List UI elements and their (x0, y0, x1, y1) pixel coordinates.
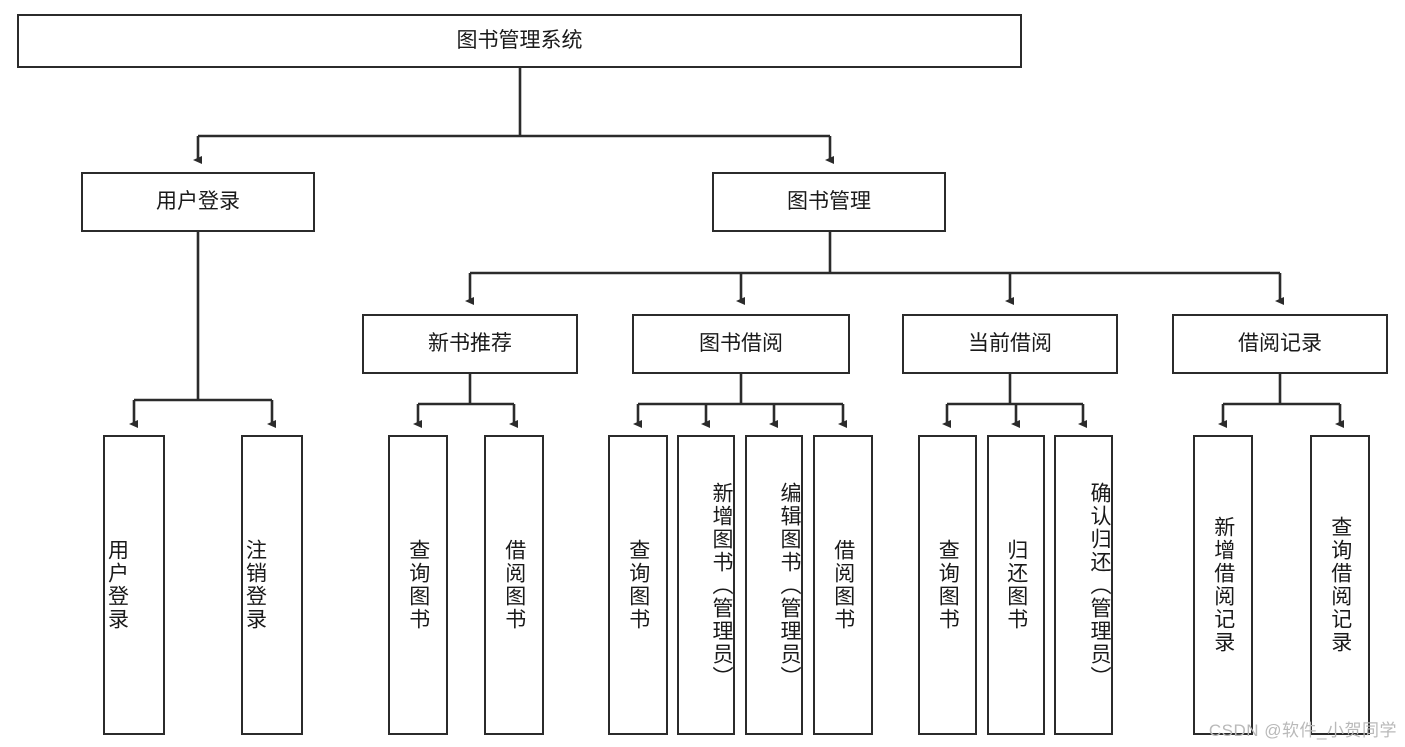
leaf-query-book-1[interactable]: 查询图书 (388, 435, 448, 735)
node-current-borrow[interactable]: 当前借阅 (902, 314, 1118, 374)
node-label: 借阅图书 (831, 539, 855, 631)
node-label: 用户登录 (105, 539, 129, 631)
node-label: 借阅记录 (1238, 332, 1322, 356)
leaf-edit-book[interactable]: 编辑图书（管理员） (745, 435, 803, 735)
leaf-return-book[interactable]: 归还图书 (987, 435, 1045, 735)
node-label: 用户登录 (156, 190, 240, 214)
leaf-borrow-book-2[interactable]: 借阅图书 (813, 435, 873, 735)
node-label: 图书管理 (787, 190, 871, 214)
node-label: 归还图书 (1004, 539, 1028, 631)
node-label: 编辑图书（管理员） (778, 481, 801, 689)
leaf-confirm-return[interactable]: 确认归还（管理员） (1054, 435, 1113, 735)
leaf-logout-login[interactable]: 注销登录 (241, 435, 303, 735)
node-label: 查询图书 (936, 539, 960, 631)
leaf-query-record[interactable]: 查询借阅记录 (1310, 435, 1370, 735)
leaf-borrow-book-1[interactable]: 借阅图书 (484, 435, 544, 735)
node-new-book-recommend[interactable]: 新书推荐 (362, 314, 578, 374)
node-label: 查询借阅记录 (1328, 516, 1352, 654)
node-label: 图书管理系统 (456, 29, 583, 53)
node-borrow-record[interactable]: 借阅记录 (1172, 314, 1388, 374)
node-label: 新增图书（管理员） (710, 481, 733, 689)
leaf-add-record[interactable]: 新增借阅记录 (1193, 435, 1253, 735)
node-user-login[interactable]: 用户登录 (81, 172, 315, 232)
node-book-borrow[interactable]: 图书借阅 (632, 314, 850, 374)
leaf-query-book-2[interactable]: 查询图书 (608, 435, 668, 735)
node-label: 查询图书 (626, 539, 650, 631)
node-label: 注销登录 (243, 539, 267, 631)
node-book-management[interactable]: 图书管理 (712, 172, 946, 232)
node-label: 图书借阅 (699, 332, 783, 356)
node-label: 新增借阅记录 (1211, 516, 1235, 654)
node-label: 查询图书 (406, 539, 430, 631)
node-label: 借阅图书 (502, 539, 526, 631)
node-label: 当前借阅 (968, 332, 1052, 356)
leaf-query-book-3[interactable]: 查询图书 (918, 435, 977, 735)
node-label: 确认归还（管理员） (1088, 481, 1111, 689)
node-label: 新书推荐 (428, 332, 512, 356)
leaf-user-login[interactable]: 用户登录 (103, 435, 165, 735)
watermark-text: CSDN @软件_小贺同学 (1208, 721, 1397, 740)
node-root-system[interactable]: 图书管理系统 (17, 14, 1022, 68)
leaf-add-book[interactable]: 新增图书（管理员） (677, 435, 735, 735)
